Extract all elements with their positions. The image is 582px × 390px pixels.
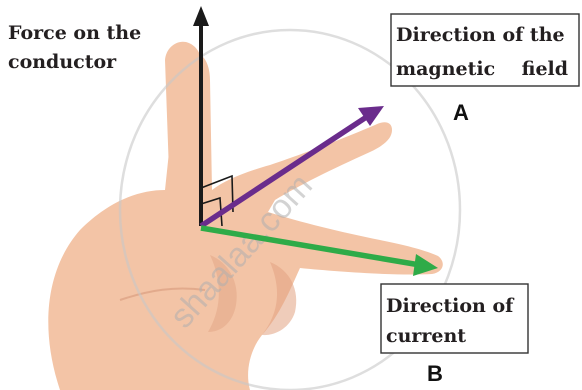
field-arrow bbox=[199, 106, 384, 229]
field-arrow-head bbox=[358, 106, 384, 126]
right-angle-marker-small bbox=[200, 196, 223, 227]
field-letter-a: A bbox=[453, 100, 469, 125]
right-angle-marker-large bbox=[200, 174, 234, 213]
current-label-box: Direction of current bbox=[380, 283, 529, 354]
finger-shadow-2 bbox=[208, 255, 237, 332]
right-angle-markers bbox=[200, 174, 234, 227]
current-letter-b: B bbox=[427, 361, 443, 386]
force-label-line-1: Force on the bbox=[8, 22, 141, 44]
finger-shadow-1 bbox=[262, 262, 297, 336]
field-arrow-shaft bbox=[199, 113, 370, 229]
field-label-line-1: Direction of the bbox=[396, 24, 565, 46]
current-arrow-head bbox=[413, 254, 438, 276]
current-arrow bbox=[200, 225, 438, 276]
field-label-line-2: magnetic field bbox=[396, 58, 568, 80]
thumb bbox=[165, 41, 203, 200]
force-label-line-2: conductor bbox=[8, 51, 117, 73]
force-arrow bbox=[193, 6, 209, 226]
current-label-border bbox=[380, 283, 529, 354]
field-label-box: Direction of the magnetic field bbox=[390, 13, 580, 87]
force-label: Force on the conductor bbox=[8, 22, 141, 73]
field-label-border bbox=[390, 13, 580, 87]
palm-crease bbox=[119, 287, 206, 301]
current-label-line-2: current bbox=[386, 325, 466, 347]
watermark-circle bbox=[118, 28, 462, 390]
force-arrow-head bbox=[193, 6, 209, 26]
current-arrow-shaft bbox=[200, 225, 421, 268]
current-label-line-1: Direction of bbox=[386, 295, 515, 317]
